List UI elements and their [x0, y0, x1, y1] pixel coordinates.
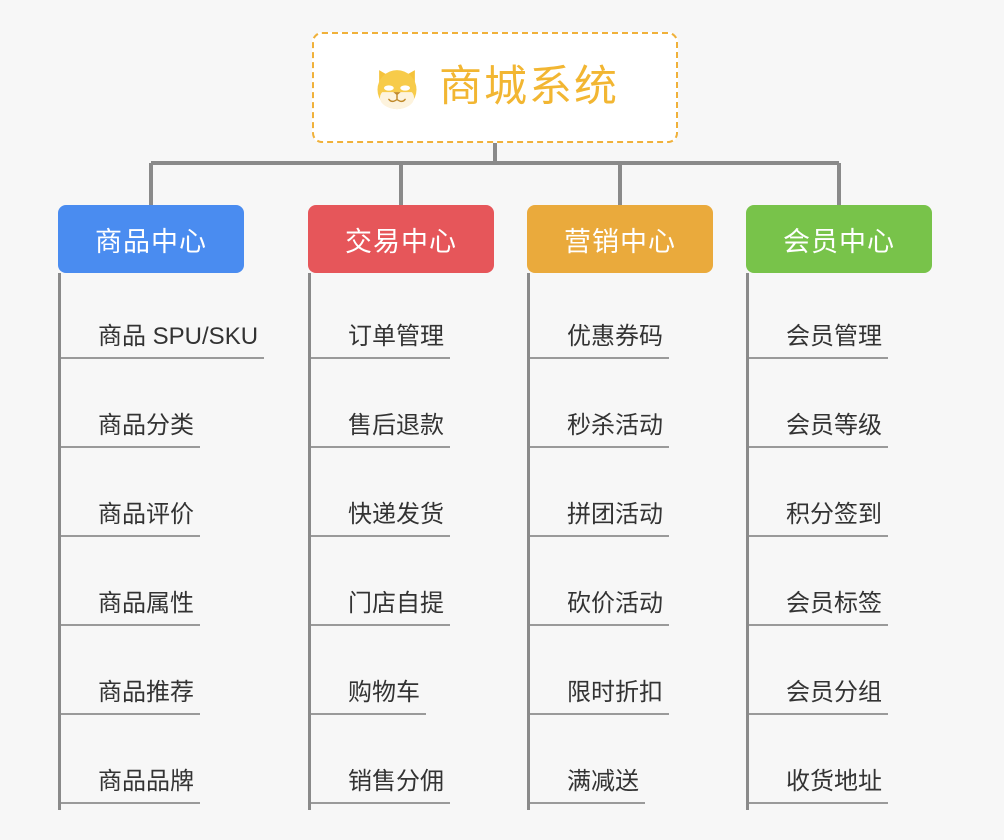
leaf-label: 满减送 — [545, 768, 645, 804]
leaf-label: 商品 SPU/SKU — [76, 323, 265, 359]
leaf-label: 秒杀活动 — [545, 412, 669, 448]
list-item[interactable]: 收货地址 — [749, 721, 932, 810]
list-item[interactable]: 门店自提 — [311, 543, 494, 632]
leaf-label: 会员标签 — [764, 590, 888, 626]
root-node[interactable]: 商城系统 — [312, 32, 678, 143]
category-header-label: 营销中心 — [564, 226, 676, 257]
dog-face-icon — [377, 69, 417, 111]
list-item[interactable]: 商品品牌 — [61, 721, 244, 810]
category-header-label: 交易中心 — [345, 226, 457, 257]
list-item[interactable]: 订单管理 — [311, 276, 494, 365]
list-item[interactable]: 销售分佣 — [311, 721, 494, 810]
list-item[interactable]: 积分签到 — [749, 454, 932, 543]
category-column-product: 商品中心 商品 SPU/SKU 商品分类 商品评价 商品属性 商品推荐 商品品牌 — [58, 205, 265, 810]
leaf-label: 优惠券码 — [545, 323, 669, 359]
list-item[interactable]: 商品属性 — [61, 543, 244, 632]
leaf-label: 销售分佣 — [326, 768, 450, 804]
list-item[interactable]: 优惠券码 — [530, 276, 713, 365]
category-column-trade: 交易中心 订单管理 售后退款 快递发货 门店自提 购物车 销售分佣 — [308, 205, 494, 810]
leaf-label: 砍价活动 — [545, 590, 669, 626]
list-item[interactable]: 售后退款 — [311, 365, 494, 454]
leaf-label: 商品属性 — [76, 590, 200, 626]
leaf-label: 商品推荐 — [76, 679, 200, 715]
list-item[interactable]: 会员分组 — [749, 632, 932, 721]
leaf-label: 商品评价 — [76, 501, 200, 537]
leaf-label: 拼团活动 — [545, 501, 669, 537]
leaf-label: 门店自提 — [326, 590, 450, 626]
category-header-label: 会员中心 — [783, 226, 895, 257]
list-item[interactable]: 商品 SPU/SKU — [61, 276, 265, 365]
leaf-label: 快递发货 — [326, 501, 450, 537]
list-item[interactable]: 商品推荐 — [61, 632, 244, 721]
leaf-list-member: 会员管理 会员等级 积分签到 会员标签 会员分组 收货地址 — [746, 273, 932, 810]
list-item[interactable]: 会员标签 — [749, 543, 932, 632]
leaf-label: 商品分类 — [76, 412, 200, 448]
list-item[interactable]: 会员管理 — [749, 276, 932, 365]
list-item[interactable]: 秒杀活动 — [530, 365, 713, 454]
list-item[interactable]: 快递发货 — [311, 454, 494, 543]
category-header-label: 商品中心 — [95, 226, 207, 257]
list-item[interactable]: 满减送 — [530, 721, 713, 810]
category-header-product[interactable]: 商品中心 — [58, 205, 244, 273]
leaf-label: 收货地址 — [764, 768, 888, 804]
leaf-label: 订单管理 — [326, 323, 450, 359]
leaf-label: 售后退款 — [326, 412, 450, 448]
category-header-marketing[interactable]: 营销中心 — [527, 205, 713, 273]
leaf-label: 积分签到 — [764, 501, 888, 537]
category-header-member[interactable]: 会员中心 — [746, 205, 932, 273]
leaf-list-trade: 订单管理 售后退款 快递发货 门店自提 购物车 销售分佣 — [308, 273, 494, 810]
category-column-member: 会员中心 会员管理 会员等级 积分签到 会员标签 会员分组 收货地址 — [746, 205, 932, 810]
leaf-label: 会员等级 — [764, 412, 888, 448]
category-header-trade[interactable]: 交易中心 — [308, 205, 494, 273]
list-item[interactable]: 购物车 — [311, 632, 494, 721]
leaf-label: 限时折扣 — [545, 679, 669, 715]
category-column-marketing: 营销中心 优惠券码 秒杀活动 拼团活动 砍价活动 限时折扣 满减送 — [527, 205, 713, 810]
leaf-label: 会员管理 — [764, 323, 888, 359]
list-item[interactable]: 砍价活动 — [530, 543, 713, 632]
list-item[interactable]: 商品分类 — [61, 365, 244, 454]
leaf-list-product: 商品 SPU/SKU 商品分类 商品评价 商品属性 商品推荐 商品品牌 — [58, 273, 265, 810]
leaf-label: 会员分组 — [764, 679, 888, 715]
list-item[interactable]: 商品评价 — [61, 454, 244, 543]
leaf-label: 购物车 — [326, 679, 426, 715]
list-item[interactable]: 会员等级 — [749, 365, 932, 454]
list-item[interactable]: 限时折扣 — [530, 632, 713, 721]
leaf-label: 商品品牌 — [76, 768, 200, 804]
leaf-list-marketing: 优惠券码 秒杀活动 拼团活动 砍价活动 限时折扣 满减送 — [527, 273, 713, 810]
root-title: 商城系统 — [439, 63, 619, 111]
list-item[interactable]: 拼团活动 — [530, 454, 713, 543]
